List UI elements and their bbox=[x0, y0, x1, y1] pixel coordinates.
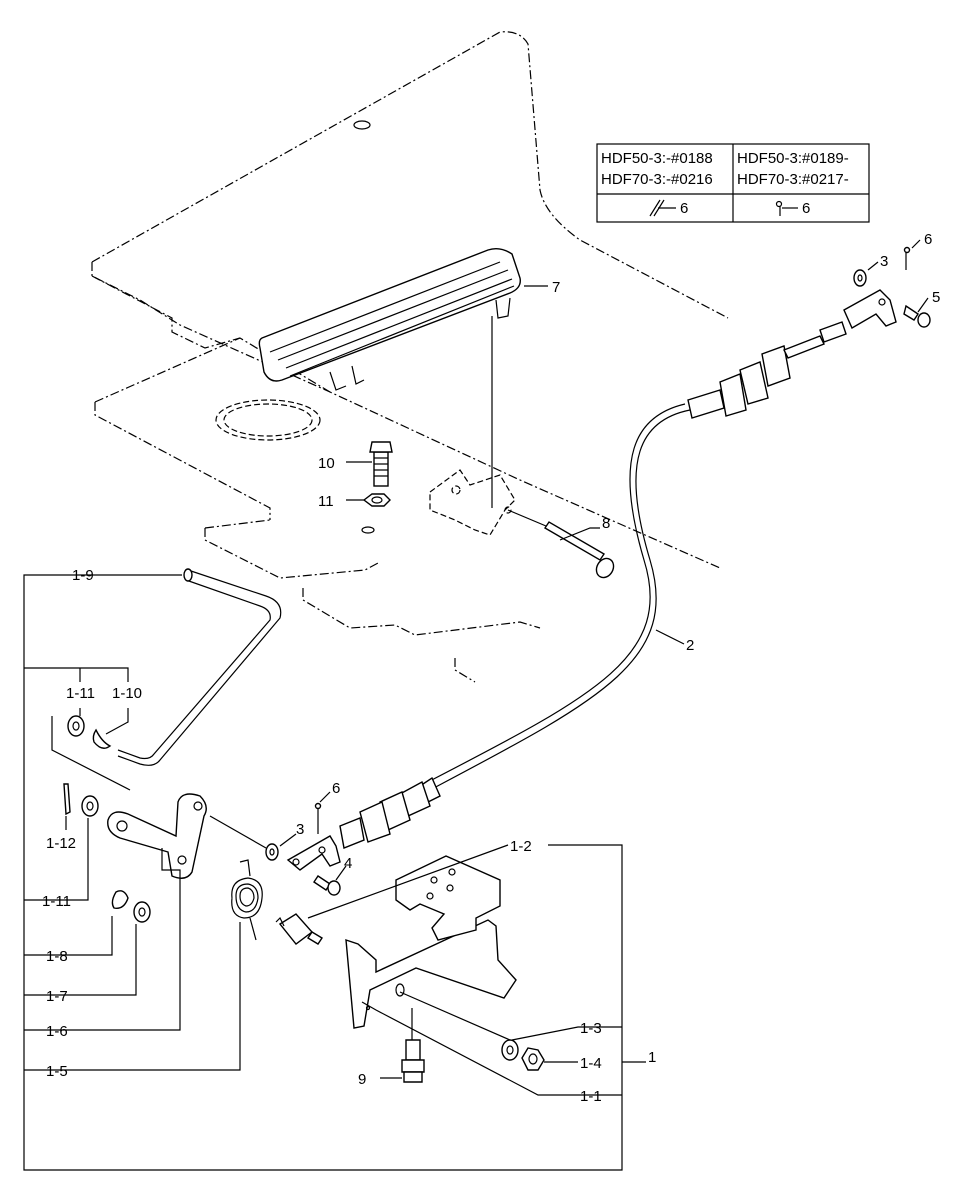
table-col2-line1: HDF50-3:#0189- bbox=[737, 150, 849, 167]
callout-1-8: 1-8 bbox=[46, 948, 68, 965]
return-spring bbox=[231, 859, 263, 941]
callout-10: 10 bbox=[318, 455, 335, 472]
pedal-lever bbox=[107, 793, 207, 879]
upper-hardware bbox=[853, 246, 931, 328]
callout-8: 8 bbox=[602, 515, 610, 532]
callout-9: 9 bbox=[358, 1071, 366, 1088]
callout-11: 11 bbox=[318, 493, 334, 510]
lower-clevis-hardware bbox=[265, 802, 341, 896]
callout-1-4: 1-4 bbox=[580, 1055, 602, 1072]
table-col2-part: 6 bbox=[802, 200, 810, 217]
callout-5: 5 bbox=[932, 289, 940, 306]
callout-3-top: 3 bbox=[880, 253, 888, 270]
table-col1-line2: HDF70-3:-#0216 bbox=[601, 171, 713, 188]
pedal-pin bbox=[544, 521, 615, 579]
split-cotter-pin-icon bbox=[649, 199, 676, 217]
callout-1-3: 1-3 bbox=[580, 1020, 602, 1037]
table-col2-line2: HDF70-3:#0217- bbox=[737, 171, 849, 188]
floor-plate-phantom bbox=[91, 31, 729, 683]
throttle-cable bbox=[339, 289, 897, 849]
table-col1-part: 6 bbox=[680, 200, 688, 217]
callout-labels: 1-9 1-11 1-10 1-12 1-11 1-8 1-7 1-6 1-5 … bbox=[42, 231, 940, 1105]
callout-6-top: 6 bbox=[924, 231, 932, 248]
callout-1-11-left: 1-11 bbox=[42, 893, 71, 910]
hinge-bracket bbox=[429, 469, 516, 536]
callout-1-5: 1-5 bbox=[46, 1063, 68, 1080]
table-col1-line1: HDF50-3:-#0188 bbox=[601, 150, 713, 167]
variant-table: HDF50-3:-#0188 HDF70-3:-#0216 HDF50-3:#0… bbox=[596, 143, 870, 223]
mounting-bracket bbox=[345, 855, 517, 1029]
callout-1-11-top: 1-11 bbox=[66, 685, 95, 702]
callout-1-7: 1-7 bbox=[46, 988, 68, 1005]
callout-1-2: 1-2 bbox=[510, 838, 532, 855]
callout-1: 1 bbox=[648, 1049, 656, 1066]
lever-small-parts bbox=[63, 783, 151, 923]
callout-7: 7 bbox=[552, 279, 560, 296]
callout-1-12: 1-12 bbox=[46, 835, 76, 852]
pedal-rod bbox=[117, 568, 282, 766]
bolt-and-nut bbox=[362, 441, 393, 507]
leader-lines bbox=[23, 239, 929, 1171]
accelerator-pedal-pad bbox=[258, 247, 521, 391]
callout-4: 4 bbox=[344, 855, 352, 872]
callout-1-9: 1-9 bbox=[72, 567, 94, 584]
pivot-shaft bbox=[275, 913, 323, 945]
callout-3-mid: 3 bbox=[296, 821, 304, 838]
bracket-fasteners bbox=[401, 1008, 545, 1083]
rod-end-clip bbox=[67, 715, 112, 749]
callout-1-10: 1-10 bbox=[112, 685, 142, 702]
callout-1-6: 1-6 bbox=[46, 1023, 68, 1040]
callout-6-mid: 6 bbox=[332, 780, 340, 797]
callout-2: 2 bbox=[686, 637, 694, 654]
callout-1-1: 1-1 bbox=[580, 1088, 602, 1105]
r-pin-icon bbox=[775, 200, 798, 216]
